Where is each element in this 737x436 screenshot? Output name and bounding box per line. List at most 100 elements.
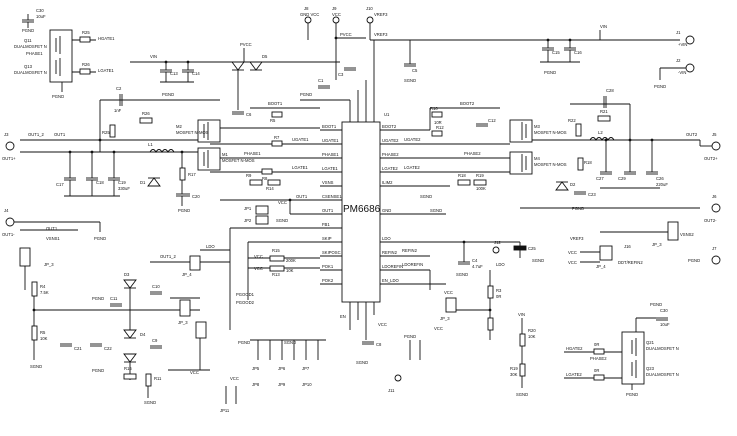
jumper-jp3-right[interactable]: JP_3 xyxy=(652,221,679,247)
diode-d3: D3 xyxy=(123,272,137,289)
vsns1-label: VSNS1 xyxy=(46,236,60,241)
jumper-jp4-left[interactable]: JP_4 xyxy=(182,255,201,277)
resistor-r9-skip: R9 xyxy=(246,173,263,186)
j5-ref: J5 xyxy=(712,132,717,137)
vref3-label-r: VREF3 xyxy=(570,236,584,241)
r18-ref: R18 xyxy=(458,173,466,178)
lgate1-label: LGATE1 xyxy=(98,68,114,73)
r4-val: 7.5K xyxy=(40,290,49,295)
c28-ref: C28 xyxy=(606,88,614,93)
ic-u1: U1 PM6686 BOOT1 UGATE1 PHASE1 LGATE1 VSN… xyxy=(320,40,403,340)
jumper-jp-3-left2[interactable] xyxy=(195,321,207,339)
connector-j5[interactable]: J5 OUT2+ xyxy=(704,132,721,161)
connector-j7[interactable]: J7 PGND xyxy=(688,246,721,265)
r2-val: 0R xyxy=(496,294,501,299)
boot1-label: BOOT1 xyxy=(268,101,283,106)
diode-d2-left xyxy=(123,353,137,363)
jumper-jp-4-left[interactable]: JP_3 xyxy=(178,299,191,325)
pin-skip: SKIP xyxy=(322,236,332,241)
sgnd-label-c5: SGND xyxy=(404,78,416,83)
c25-ref: C25 xyxy=(528,246,536,251)
connector-j12[interactable]: J12 LDO xyxy=(492,240,505,267)
out1-label-j4: OUT1 xyxy=(46,226,58,231)
vcc-label-left: VCC xyxy=(190,370,199,375)
connector-j6[interactable]: J6 OUT2- xyxy=(704,194,721,223)
c20-ref: C20 xyxy=(192,194,200,199)
connector-j3[interactable]: J3 OUT1+ xyxy=(2,132,16,161)
j16-label: DDT/REFIN2 xyxy=(618,260,643,265)
c2-val: 1nF xyxy=(114,108,122,113)
resistor-r4: R4 7.5K xyxy=(31,281,49,297)
jumper-jp11-bottom[interactable]: JP11 VCC xyxy=(220,376,239,413)
capacitor-c6: C6 xyxy=(232,111,252,117)
sgnd-label-r5: SGND xyxy=(30,364,42,369)
out1-2b-label: OUT1_2 xyxy=(160,254,176,259)
m1-part: MOSFET N-MOS xyxy=(222,158,255,163)
connector-j2[interactable]: J2 -VIN xyxy=(676,58,695,75)
vsns2-label: VSNS2 xyxy=(680,232,694,237)
resistor-r8: R8 xyxy=(261,168,273,181)
connector-j8[interactable]: J8 GND VCC xyxy=(300,6,319,24)
output-caps-2: C27 C29 C26 220uF xyxy=(596,140,668,189)
diode-d6 xyxy=(249,61,263,71)
jumper-jp3-left[interactable]: JP_3 xyxy=(19,247,54,267)
jumper-jp-bottom-center[interactable]: PGND xyxy=(404,334,421,360)
resistor-r25: R25 xyxy=(79,30,91,43)
jumper-jp-ldo[interactable]: JP_3 xyxy=(440,297,457,321)
j12-label: LDO xyxy=(496,262,505,267)
hgate1-label: HGATE1 xyxy=(98,36,115,41)
q13-ref: Q13 xyxy=(24,64,33,69)
sgnd-label-jp2: SGND xyxy=(276,218,288,223)
ic-right-pins: BOOT2 UGATE2 PHASE2 LGATE2 ILIM2 GND LDO… xyxy=(380,124,403,285)
pin-skiposc: SKIPOSC xyxy=(322,250,341,255)
c39-ref: C30 xyxy=(660,308,668,313)
connector-j9[interactable]: J9 VCC xyxy=(332,6,341,24)
ic-bottom-pins xyxy=(349,302,375,340)
sgnd-label-gnd: SGND xyxy=(430,208,442,213)
pgnd-label-c20: PGND xyxy=(178,208,190,213)
connector-j1[interactable]: J1 +VIN xyxy=(676,30,695,47)
c8-ref: C8 xyxy=(376,342,382,347)
capacitor-c12: C12 xyxy=(476,118,496,127)
c5-ref: C5 xyxy=(412,68,418,73)
pgnd-label-q21: PGND xyxy=(626,392,638,397)
jumper-jp2[interactable]: JP2 xyxy=(244,215,269,225)
resistor-r26: R26 xyxy=(79,62,91,75)
connector-j10[interactable]: J10 VREF3 xyxy=(366,6,388,24)
j7-ref: J7 xyxy=(712,246,717,251)
resistor-r19: R19 100K xyxy=(473,173,487,191)
q21-ref: Q21 xyxy=(646,340,655,345)
resistor-r13: R13 10K xyxy=(269,265,294,277)
d5-ref: D5 xyxy=(262,54,268,59)
resistor-r7: R7 xyxy=(271,135,283,147)
c30-val: 10uF xyxy=(36,14,46,19)
resistor-r25-snub: R25 xyxy=(102,124,116,138)
r19-val: 100K xyxy=(476,186,486,191)
ic-part-label: PM6686 xyxy=(343,204,381,215)
out1-trace-label: OUT1 xyxy=(296,194,308,199)
c2-ref: C2 xyxy=(116,86,122,91)
j10-ref: J10 xyxy=(366,6,373,11)
r25-snub-ref: R25 xyxy=(102,130,110,135)
r5-ref: R5 xyxy=(270,118,276,123)
r9-ref: R9 xyxy=(246,173,252,178)
pin-ilim2: ILIM2 xyxy=(382,180,393,185)
vcc-label-r2: VCC xyxy=(568,260,577,265)
lgate2-label-b: LGATE2 xyxy=(566,372,582,377)
connector-j11[interactable]: J11 xyxy=(388,374,402,393)
resistor-r14: R14 xyxy=(266,179,281,191)
mosfet-q21: Q21 DUALMOSFET N Q23 DUALMOSFET N xyxy=(621,331,679,385)
m3-ref: M3 xyxy=(534,124,540,129)
jumper-jp1[interactable]: JP1 xyxy=(244,205,269,215)
m3-part: MOSFET N-MOS xyxy=(534,130,567,135)
jumper-j16-area[interactable]: J16 DDT/REFIN2 JP_4 xyxy=(596,244,643,269)
jp7-ref: JP7 xyxy=(302,366,310,371)
connector-j4[interactable]: J4 OUT1- xyxy=(2,208,15,237)
resistor-r11: R11 xyxy=(145,373,162,387)
c14-ref: C14 xyxy=(192,71,200,76)
capacitor-c21: C21 xyxy=(60,343,82,351)
c23-ref: C23 xyxy=(588,192,596,197)
sgnd-label-c8: SGND xyxy=(356,360,368,365)
capacitor-c4: C4 4.7uF SGND xyxy=(456,242,483,277)
out2-label: OUT2 xyxy=(686,132,698,137)
